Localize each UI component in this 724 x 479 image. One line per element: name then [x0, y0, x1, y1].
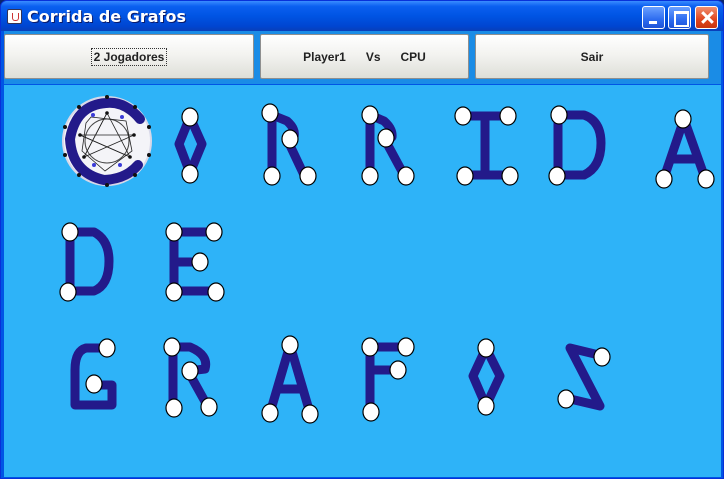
title-bar[interactable]: Corrida de Grafos	[1, 1, 723, 31]
exit-label: Sair	[580, 49, 604, 64]
maximize-button[interactable]	[668, 6, 691, 29]
title-art	[59, 95, 715, 424]
close-button[interactable]	[695, 6, 718, 29]
toolbar: 2 Jogadores Player1 Vs CPU Sair	[4, 31, 721, 84]
letter-f-graph	[365, 342, 412, 416]
logo-c-graph	[62, 95, 152, 187]
match-vs-label: Vs	[365, 49, 381, 64]
minimize-button[interactable]	[642, 6, 665, 29]
match-player-label: Player1	[303, 49, 346, 64]
letter-d-graph	[552, 110, 606, 180]
match-opponent-label: CPU	[400, 49, 426, 64]
window-title: Corrida de Grafos	[27, 7, 186, 26]
java-app-icon[interactable]	[7, 9, 22, 24]
graph-vertices	[59, 103, 715, 424]
letter-i-graph	[458, 111, 514, 180]
match-info-button[interactable]: Player1 Vs CPU	[260, 34, 469, 79]
players-mode-button[interactable]: 2 Jogadores	[4, 34, 254, 79]
letter-d-graph	[63, 227, 114, 296]
players-mode-label: 2 Jogadores	[90, 47, 168, 66]
letter-r-graph	[168, 342, 213, 416]
letter-g-graph	[70, 343, 117, 410]
game-canvas[interactable]	[4, 85, 721, 477]
letter-s-graph	[561, 343, 608, 411]
letter-a-graph	[265, 340, 315, 418]
exit-button[interactable]: Sair	[475, 34, 709, 79]
